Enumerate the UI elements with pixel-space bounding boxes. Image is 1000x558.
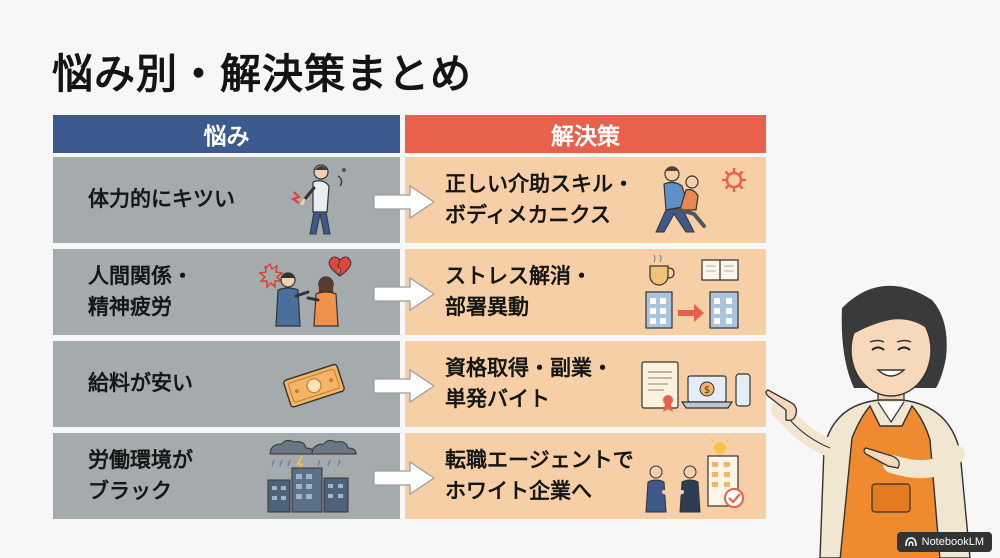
arrow-right-icon: [373, 277, 436, 311]
problems-header: 悩み: [53, 115, 400, 153]
solution-cell: ストレス解消・ 部署異動: [405, 249, 766, 335]
problem-cell: 給料が安い: [53, 341, 400, 427]
problem-text: 労働環境が ブラック: [88, 447, 193, 504]
solution-text: 正しい介助スキル・ ボディメカニクス: [445, 171, 634, 228]
page-title: 悩み別・解決策まとめ: [52, 50, 472, 98]
certificate-laptop-phone-illustration-icon: $: [641, 361, 751, 412]
caregiver-assist-illustration-icon: [655, 166, 746, 233]
watermark-label: NotebookLM: [921, 536, 984, 548]
problem-text: 人間関係・ 精神疲労: [88, 263, 193, 320]
solution-cell: 正しい介助スキル・ ボディメカニクス: [405, 157, 766, 243]
notebooklm-logo-icon: [904, 537, 917, 547]
solution-cell: 資格取得・副業・ 単発バイト $: [405, 341, 766, 427]
arrow-right-icon: [373, 185, 436, 219]
presenter-woman-illustration-icon: [765, 285, 971, 558]
workplace-conflict-illustration-icon: [258, 256, 352, 327]
handshake-office-illustration-icon: [645, 438, 744, 513]
notebooklm-watermark: NotebookLM: [896, 532, 992, 552]
svg-text:$: $: [704, 385, 710, 396]
problem-cell: 体力的にキツい: [53, 157, 400, 243]
problem-cell: 人間関係・ 精神疲労: [53, 249, 400, 335]
solution-cell: 転職エージェントで ホワイト企業へ: [405, 433, 766, 519]
solution-text: 資格取得・副業・ 単発バイト: [445, 355, 613, 412]
problem-text: 体力的にキツい: [88, 187, 235, 212]
back-pain-illustration-icon: [290, 164, 346, 235]
arrow-right-icon: [373, 369, 436, 403]
solution-text: ストレス解消・ 部署異動: [445, 263, 592, 320]
stormy-office-building-icon: [267, 439, 357, 513]
transfer-buildings-illustration-icon: [645, 254, 739, 329]
problem-cell: 労働環境が ブラック: [53, 433, 400, 519]
banknote-icon: [283, 363, 345, 408]
problem-text: 給料が安い: [88, 371, 193, 396]
solutions-header: 解決策: [405, 115, 766, 153]
arrow-right-icon: [373, 461, 436, 495]
solution-text: 転職エージェントで ホワイト企業へ: [445, 447, 634, 504]
